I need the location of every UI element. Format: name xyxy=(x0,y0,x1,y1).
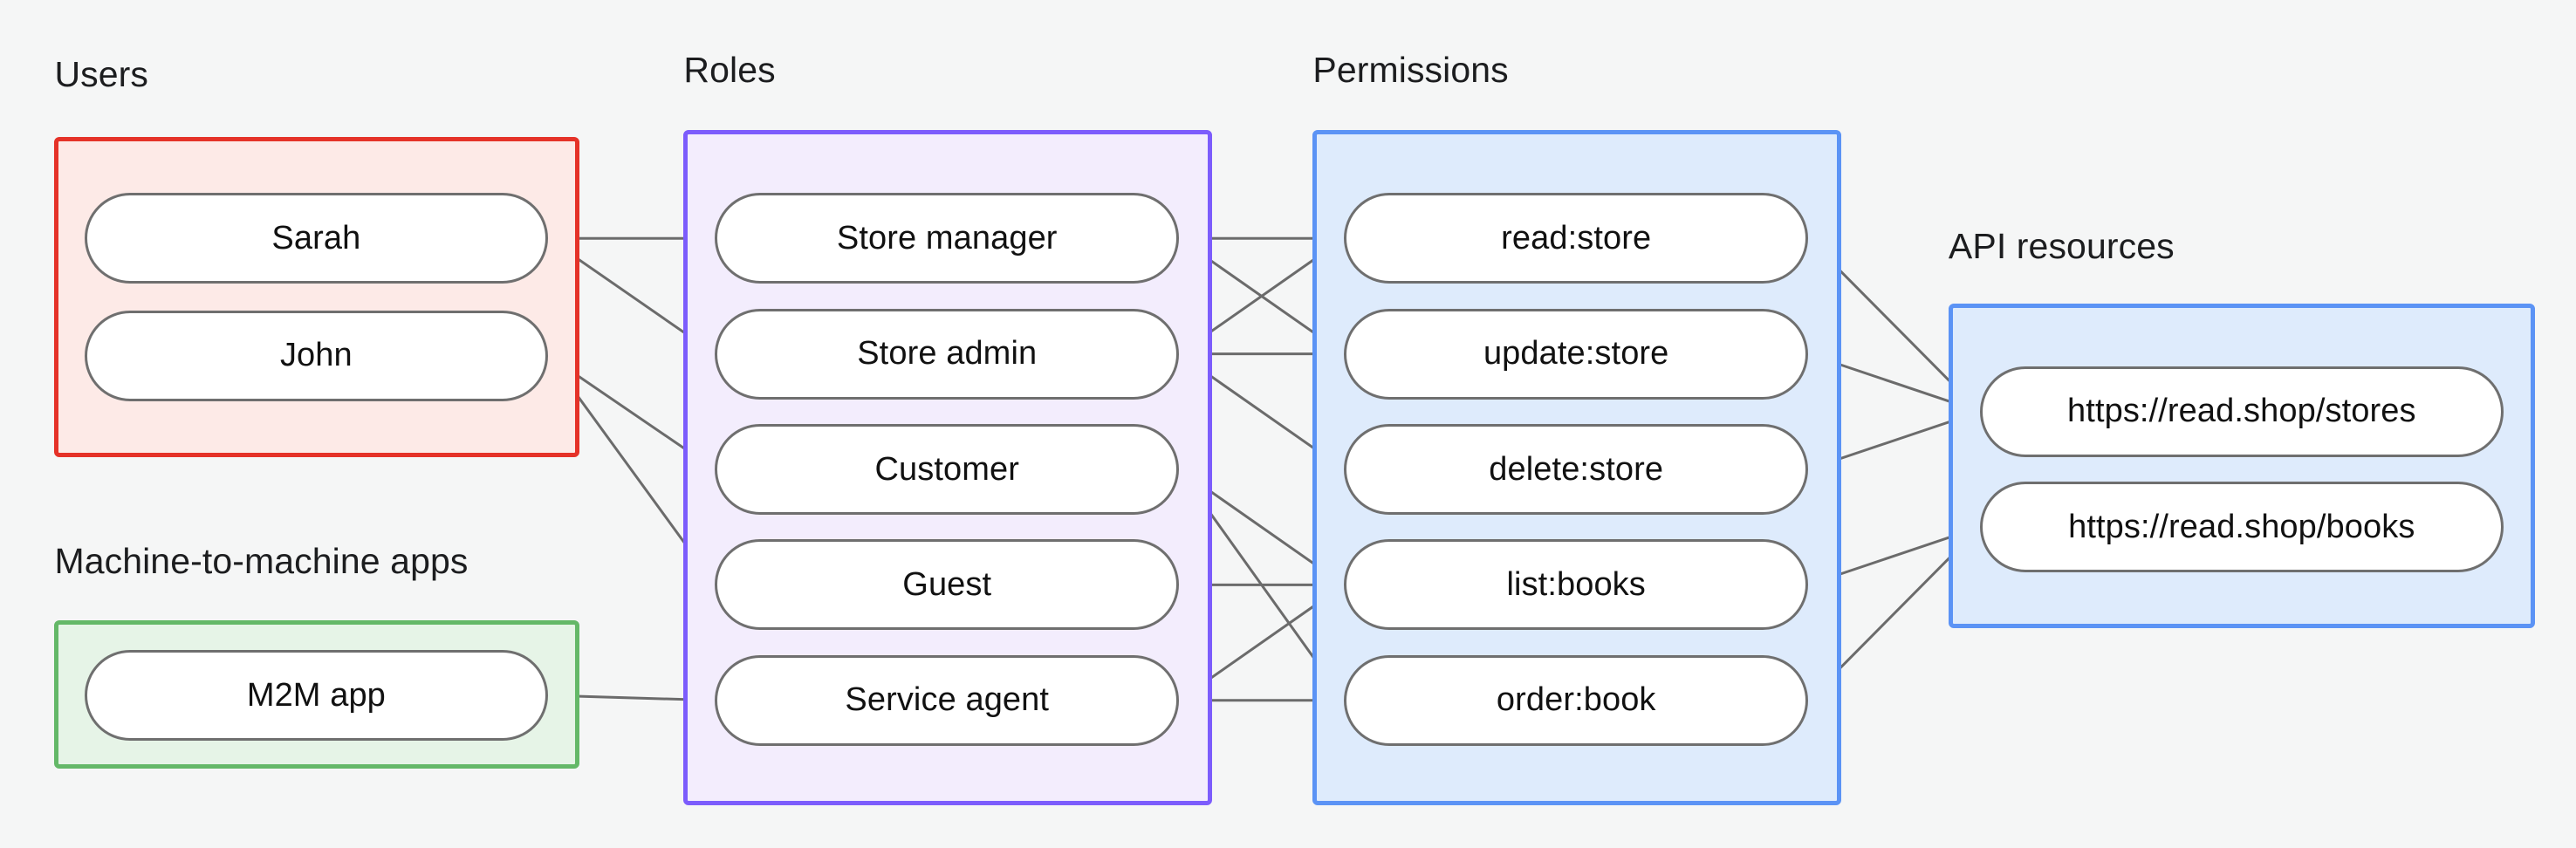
node-john[interactable]: John xyxy=(84,310,549,401)
node-guest[interactable]: Guest xyxy=(715,539,1180,631)
node-order-book[interactable]: order:book xyxy=(1344,654,1809,746)
node-service-agent[interactable]: Service agent xyxy=(715,654,1180,746)
node-customer[interactable]: Customer xyxy=(715,424,1180,515)
node-delete-store[interactable]: delete:store xyxy=(1344,424,1809,515)
node-update-store[interactable]: update:store xyxy=(1344,308,1809,400)
node-m2m-app[interactable]: M2M app xyxy=(84,650,549,742)
node-read-store[interactable]: read:store xyxy=(1344,193,1809,284)
group-box-users xyxy=(54,136,580,457)
node-list-books[interactable]: list:books xyxy=(1344,539,1809,631)
group-box-api-resources xyxy=(1948,303,2535,629)
node-sarah[interactable]: Sarah xyxy=(84,193,549,284)
group-title-m2m: Machine-to-machine apps xyxy=(54,541,469,582)
group-title-permissions: Permissions xyxy=(1312,49,1509,90)
group-title-users: Users xyxy=(54,54,149,95)
node-books-url[interactable]: https://read.shop/books xyxy=(1979,482,2504,573)
node-stores-url[interactable]: https://read.shop/stores xyxy=(1979,366,2504,457)
node-store-manager[interactable]: Store manager xyxy=(715,193,1180,284)
group-title-api-resources: API resources xyxy=(1948,226,2175,267)
node-store-admin[interactable]: Store admin xyxy=(715,308,1180,400)
group-title-roles: Roles xyxy=(683,49,776,90)
